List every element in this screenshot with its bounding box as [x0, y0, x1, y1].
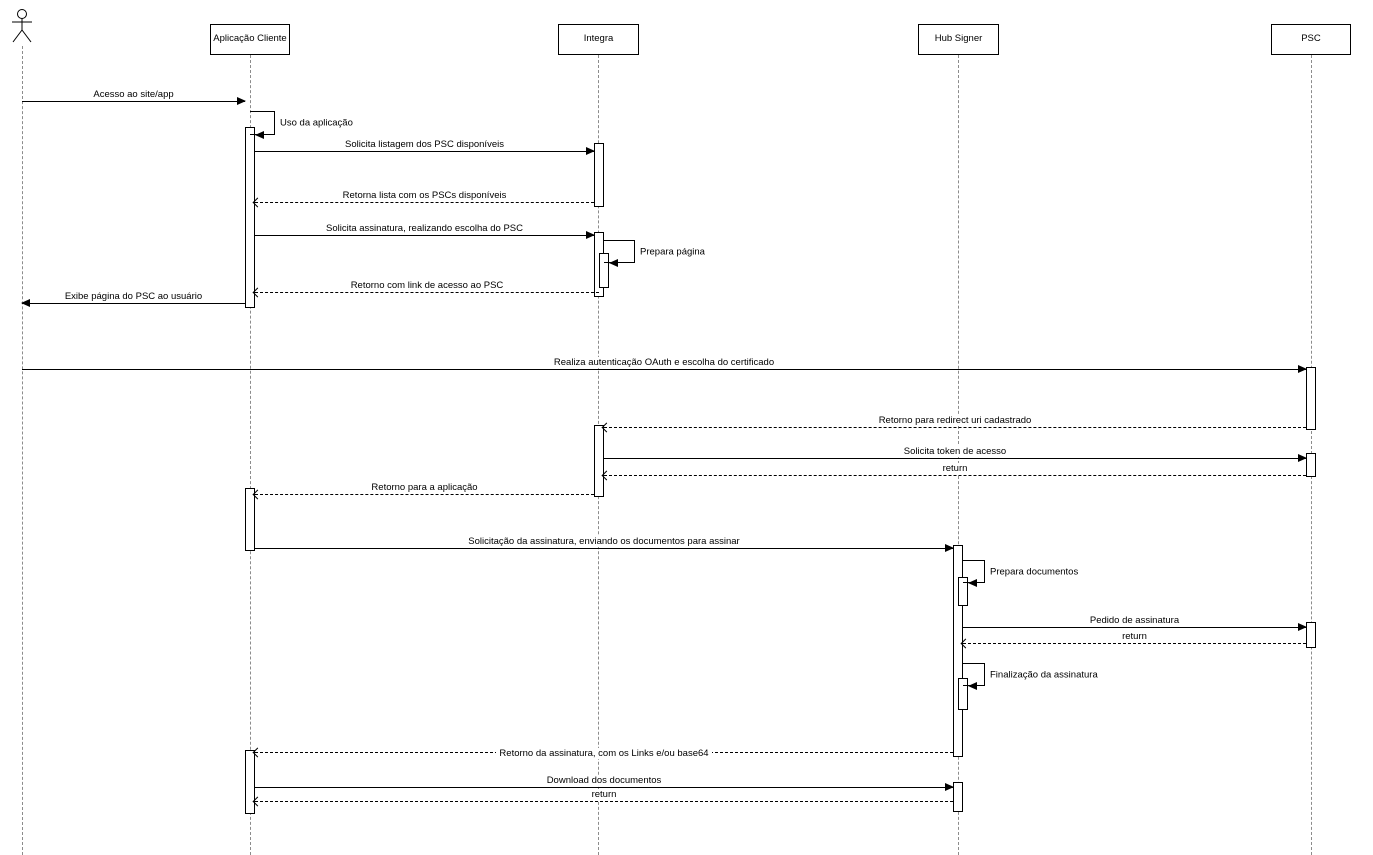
participant-label: Hub Signer: [934, 33, 983, 45]
message-label: Retorno para redirect uri cadastrado: [875, 415, 1035, 426]
activation-psc-1: [1306, 367, 1316, 430]
message-retorna-lista-pscs: Retorna lista com os PSCs disponíveis: [252, 186, 594, 208]
message-label: Finalização da assinatura: [990, 669, 1098, 680]
message-solicita-listagem-psc: Solicita listagem dos PSC disponíveis: [255, 135, 595, 155]
activation-hub-signer-nested-2: [958, 678, 968, 710]
message-acesso-ao-site-app: Acesso ao site/app: [22, 85, 246, 105]
message-download-dos-documentos: Download dos documentos: [255, 771, 954, 791]
participant-aplicacao-cliente: Aplicação Cliente: [210, 24, 290, 55]
message-return-token: return: [601, 459, 1306, 481]
arrowhead-icon: [1298, 365, 1307, 373]
lifeline-usuario: [22, 46, 23, 855]
arrowhead-icon: [1298, 623, 1307, 631]
message-retorno-link-acesso-psc: Retorno com link de acesso ao PSC: [252, 276, 599, 298]
arrowhead-icon: [586, 147, 595, 155]
activation-integra-1: [594, 143, 604, 207]
arrowhead-icon: [21, 299, 30, 307]
message-label: Uso da aplicação: [280, 117, 353, 129]
message-finalizacao-da-assinatura: Finalização da assinatura: [963, 663, 1098, 690]
activation-aplicacao-cliente-2: [245, 488, 255, 551]
lifeline-aplicacao-cliente: [250, 55, 251, 855]
arrowhead-icon: [968, 579, 977, 587]
message-label: Acesso ao site/app: [90, 89, 177, 100]
actor-icon: [12, 9, 32, 43]
activation-aplicacao-cliente-1: [245, 127, 255, 308]
message-return-assinatura: return: [960, 627, 1306, 649]
message-realiza-autenticacao-oauth: Realiza autenticação OAuth e escolha do …: [22, 353, 1307, 373]
message-solicita-token-acesso: Solicita token de acesso: [604, 442, 1307, 462]
message-label: return: [588, 789, 620, 800]
arrowhead-icon: [945, 544, 954, 552]
message-solicitacao-assinatura-documentos: Solicitação da assinatura, enviando os d…: [255, 532, 954, 552]
message-label: Solicita token de acesso: [900, 446, 1010, 457]
participant-label: Integra: [583, 33, 614, 45]
participant-hub-signer: Hub Signer: [918, 24, 999, 55]
message-label: Retorno da assinatura, com os Links e/ou…: [496, 748, 712, 759]
arrowhead-icon: [255, 131, 264, 139]
message-prepara-pagina: Prepara página: [604, 240, 705, 267]
arrowhead-icon: [586, 231, 595, 239]
activation-hub-signer-download: [953, 782, 963, 812]
message-label: Solicita listagem dos PSC disponíveis: [342, 139, 507, 150]
arrowhead-icon: [1298, 454, 1307, 462]
message-label: Download dos documentos: [543, 775, 665, 786]
actor-usuario: [10, 9, 34, 45]
arrowhead-icon: [945, 783, 954, 791]
message-label: Solicitação da assinatura, enviando os d…: [465, 536, 743, 547]
activation-psc-2: [1306, 453, 1316, 477]
message-prepara-documentos: Prepara documentos: [963, 560, 1078, 587]
message-label: Prepara documentos: [990, 566, 1079, 577]
activation-hub-signer-main: [953, 545, 963, 757]
message-retorno-assinatura-links-base64: Retorno da assinatura, com os Links e/ou…: [252, 736, 953, 759]
participant-integra: Integra: [558, 24, 639, 55]
message-uso-da-aplicacao: Uso da aplicação: [250, 111, 353, 139]
message-exibe-pagina-psc: Exibe página do PSC ao usuário: [21, 287, 245, 307]
message-return-download: return: [252, 785, 953, 807]
participant-label: Aplicação Cliente: [213, 33, 287, 45]
participant-psc: PSC: [1271, 24, 1351, 55]
message-label: Retorno com link de acesso ao PSC: [347, 280, 507, 291]
message-label: return: [939, 463, 971, 474]
arrowhead-icon: [609, 259, 618, 267]
message-label: Realiza autenticação OAuth e escolha do …: [550, 357, 778, 368]
activation-psc-3: [1306, 622, 1316, 648]
message-solicita-assinatura-escolha-psc: Solicita assinatura, realizando escolha …: [255, 219, 595, 239]
activation-integra-2-nested: [599, 253, 609, 288]
message-label: Exibe página do PSC ao usuário: [61, 291, 206, 302]
activation-hub-signer-nested-1: [958, 577, 968, 606]
message-label: Pedido de assinatura: [1086, 615, 1183, 626]
message-label: Retorno para a aplicação: [368, 482, 481, 493]
activation-aplicacao-cliente-3: [245, 750, 255, 814]
message-label: return: [1119, 631, 1150, 642]
message-retorno-redirect-uri: Retorno para redirect uri cadastrado: [601, 411, 1306, 433]
message-pedido-de-assinatura: Pedido de assinatura: [963, 611, 1307, 631]
message-label: Prepara página: [640, 246, 705, 257]
participant-label: PSC: [1301, 33, 1321, 45]
arrowhead-icon: [237, 97, 246, 105]
activation-integra-3: [594, 425, 604, 497]
arrowhead-icon: [968, 682, 977, 690]
message-retorno-para-aplicacao: Retorno para a aplicação: [252, 478, 594, 500]
message-label: Solicita assinatura, realizando escolha …: [323, 223, 526, 234]
message-label: Retorna lista com os PSCs disponíveis: [339, 190, 510, 201]
